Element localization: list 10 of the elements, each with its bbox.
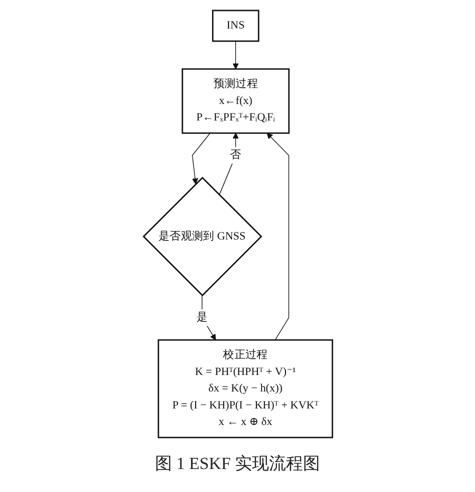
arrow <box>191 132 210 184</box>
edge-label: 否 <box>230 149 241 161</box>
node-diamond: 是否观测到 GNSS <box>142 176 262 296</box>
node-box: 预测过程 x←f(x) P←FₓPFₓᵀ+FᵢQᵢFᵢ <box>181 68 290 134</box>
node-box: INS <box>212 10 259 42</box>
node-box: 校正过程 K = PHᵀ(HPHᵀ + V)⁻¹ δx = K(y − h(x)) P = (I − KH)P(I − KH)ᵀ + KVKᵀ x ← x ⊕ δx <box>157 339 333 438</box>
edge-label: 是 <box>196 311 208 324</box>
arrow <box>232 40 238 70</box>
arrow <box>266 132 289 340</box>
figure-caption: 图 1 ESKF 实现流程图 <box>155 454 320 473</box>
